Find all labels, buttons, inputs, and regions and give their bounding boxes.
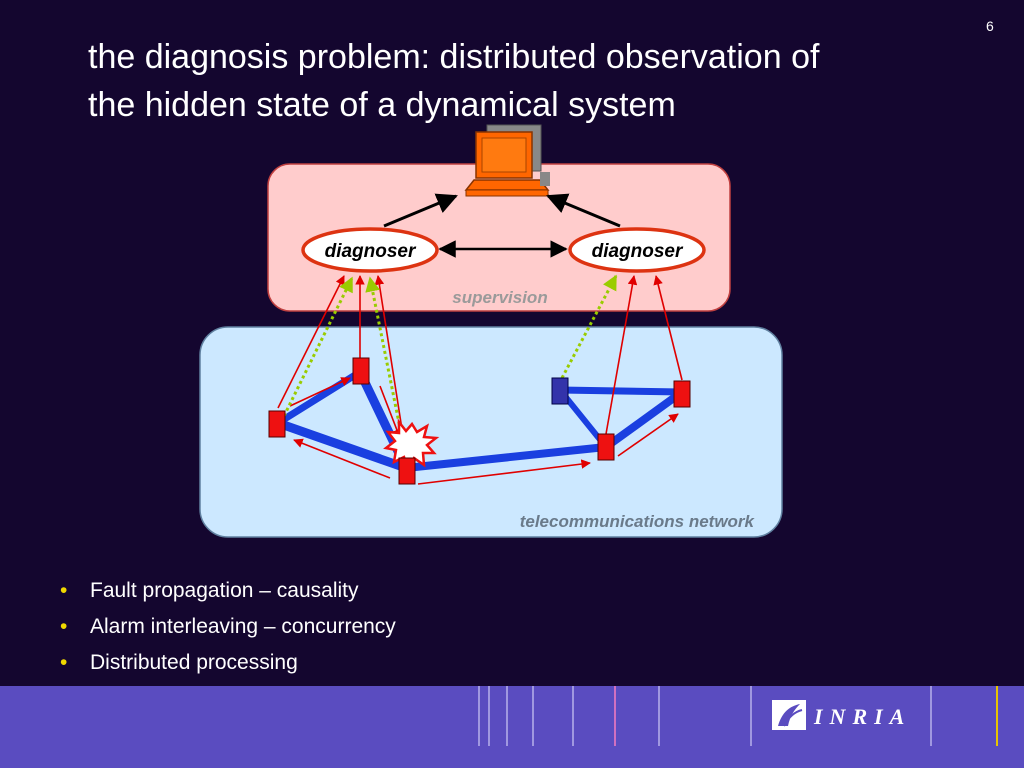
slide-number: 6 xyxy=(986,18,994,34)
alarm-arrow xyxy=(379,385,402,439)
network-node xyxy=(398,457,416,485)
bullet-text: Alarm interleaving – concurrency xyxy=(90,615,396,638)
dotted-arrow xyxy=(560,274,618,379)
alarm-arrow xyxy=(277,275,345,409)
network-label: telecommunications network xyxy=(520,512,756,531)
alarm-arrow xyxy=(605,275,638,435)
footer-divider xyxy=(506,686,508,746)
bullet-item: • Distributed processing xyxy=(60,645,396,681)
alarm-arrow xyxy=(417,459,591,485)
inria-logo-text: INRIA xyxy=(813,704,911,729)
footer-divider xyxy=(930,686,932,746)
footer-divider xyxy=(488,686,490,746)
bullet-item: • Fault propagation – causality xyxy=(60,573,396,609)
dotted-arrow xyxy=(365,276,406,449)
link-a-c xyxy=(273,418,411,473)
bullet-icon: • xyxy=(60,651,68,674)
network-node-blue xyxy=(551,377,569,405)
alarm-arrow xyxy=(653,275,683,381)
diagnoser-left-label: diagnoser xyxy=(325,241,417,262)
diagnoser-right-label: diagnoser xyxy=(592,241,684,262)
dotted-arrow xyxy=(282,276,354,417)
alarm-arrow xyxy=(289,377,351,407)
arrow-right-diagnoser-to-computer xyxy=(546,193,621,228)
bullet-icon: • xyxy=(60,615,68,638)
bullet-list: • Fault propagation – causality • Alarm in… xyxy=(60,573,396,681)
footer-divider xyxy=(478,686,480,746)
network-node xyxy=(268,410,286,438)
footer-divider xyxy=(532,686,534,746)
footer-divider xyxy=(750,686,752,746)
link-c-d xyxy=(402,443,610,472)
slide-title: the diagnosis problem: distributed obser… xyxy=(88,33,978,129)
computer-icon xyxy=(464,124,550,197)
network-nodes xyxy=(268,357,691,485)
arrow-left-diagnoser-to-computer xyxy=(383,193,458,228)
footer-bar: INRIA xyxy=(0,686,1024,768)
network-box xyxy=(199,326,783,538)
alarm-arrows-network xyxy=(289,377,679,485)
diagnosis-diagram: supervision telecommunications network d… xyxy=(199,124,783,538)
bullet-item: • Alarm interleaving – concurrency xyxy=(60,609,396,645)
footer-divider xyxy=(658,686,660,746)
bullet-text: Distributed processing xyxy=(90,651,298,674)
link-e-f xyxy=(556,386,686,396)
footer-divider xyxy=(614,686,616,746)
alarm-arrow xyxy=(617,413,679,457)
inria-logo: INRIA xyxy=(772,700,911,730)
network-node xyxy=(352,357,370,385)
bullet-icon: • xyxy=(60,579,68,602)
title-line-2: the hidden state of a dynamical system xyxy=(88,86,676,124)
network-node xyxy=(597,433,615,461)
diagnoser-right: diagnoser xyxy=(568,227,706,273)
footer-divider xyxy=(572,686,574,746)
supervision-label: supervision xyxy=(452,288,547,307)
link-f-d xyxy=(602,388,686,451)
alarm-arrow xyxy=(293,438,391,479)
title-line-1: the diagnosis problem: distributed obser… xyxy=(88,38,820,76)
footer-accent-line xyxy=(996,686,998,746)
dotted-arrows xyxy=(282,274,618,449)
diagnoser-left: diagnoser xyxy=(301,227,439,273)
network-node xyxy=(673,380,691,408)
bullet-text: Fault propagation – causality xyxy=(90,579,359,602)
